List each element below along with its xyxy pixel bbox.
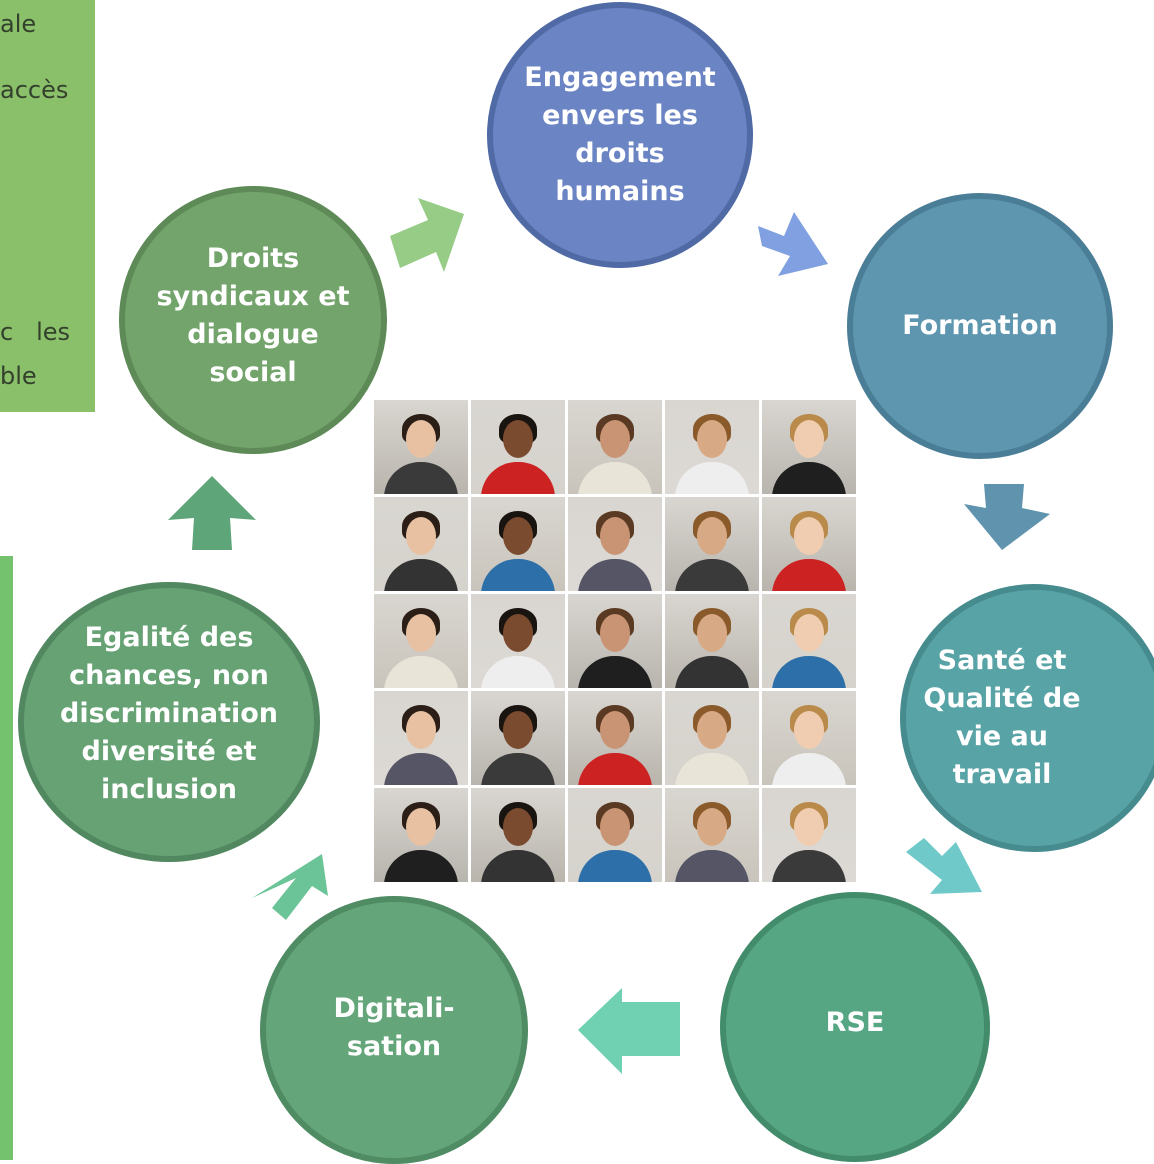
portrait-photo (374, 594, 468, 688)
portrait-photo (471, 594, 565, 688)
node-label: Egalité des chances, non discrimination … (60, 622, 278, 805)
portrait-photo (374, 497, 468, 591)
portrait-photo (762, 788, 856, 882)
portrait-photo (665, 594, 759, 688)
portrait-photo (762, 400, 856, 494)
portrait-photo (762, 691, 856, 785)
portrait-photo (665, 497, 759, 591)
arrow-formation-to-sante (964, 484, 1050, 550)
portrait-photo (374, 691, 468, 785)
node-egalite: Egalité des chances, non discrimination … (18, 582, 320, 862)
arrow-egalite-to-droits (168, 476, 256, 550)
side-text-box-top: ale accès c les ble (0, 0, 95, 412)
portrait-photo (471, 691, 565, 785)
node-label: Engagement envers les droits humains (524, 62, 716, 207)
portrait-photo (471, 497, 565, 591)
arrow-droits-to-engagement (390, 198, 464, 272)
node-droits-syndicaux: Droits syndicaux et dialogue social (119, 186, 387, 454)
portrait-photo (568, 497, 662, 591)
portrait-photo-grid (370, 396, 860, 886)
side-text-fragment: accès (0, 76, 69, 104)
portrait-photo (471, 400, 565, 494)
arrow-rse-to-digitalisation (578, 988, 680, 1074)
node-engagement: Engagement envers les droits humains (487, 2, 753, 268)
arrow-engagement-to-formation (758, 212, 828, 276)
side-text-fragment: ble (0, 362, 37, 390)
node-rse: RSE (720, 892, 990, 1162)
node-label: Digitali- sation (333, 993, 455, 1062)
portrait-photo (471, 788, 565, 882)
portrait-photo (568, 400, 662, 494)
portrait-photo (665, 400, 759, 494)
node-digitalisation: Digitali- sation (260, 896, 528, 1164)
arrow-digitalisation-to-egalite (252, 854, 328, 920)
arrow-sante-to-rse (906, 838, 982, 894)
portrait-photo (374, 788, 468, 882)
node-label: Droits syndicaux et dialogue social (156, 243, 350, 388)
portrait-photo (762, 594, 856, 688)
node-sante: Santé et Qualité de vie au travail (900, 584, 1154, 852)
node-label: Formation (902, 310, 1058, 341)
node-label: Santé et Qualité de vie au travail (923, 645, 1081, 790)
portrait-photo (568, 594, 662, 688)
node-formation: Formation (847, 193, 1113, 459)
portrait-photo (665, 788, 759, 882)
portrait-photo (762, 497, 856, 591)
node-label: RSE (825, 1007, 885, 1038)
side-text-fragment: c les (0, 318, 71, 346)
portrait-photo (568, 691, 662, 785)
side-text-box-bottom (0, 556, 13, 1160)
portrait-photo (374, 400, 468, 494)
side-text-fragment: ale (0, 10, 37, 38)
portrait-photo (665, 691, 759, 785)
portrait-photo (568, 788, 662, 882)
